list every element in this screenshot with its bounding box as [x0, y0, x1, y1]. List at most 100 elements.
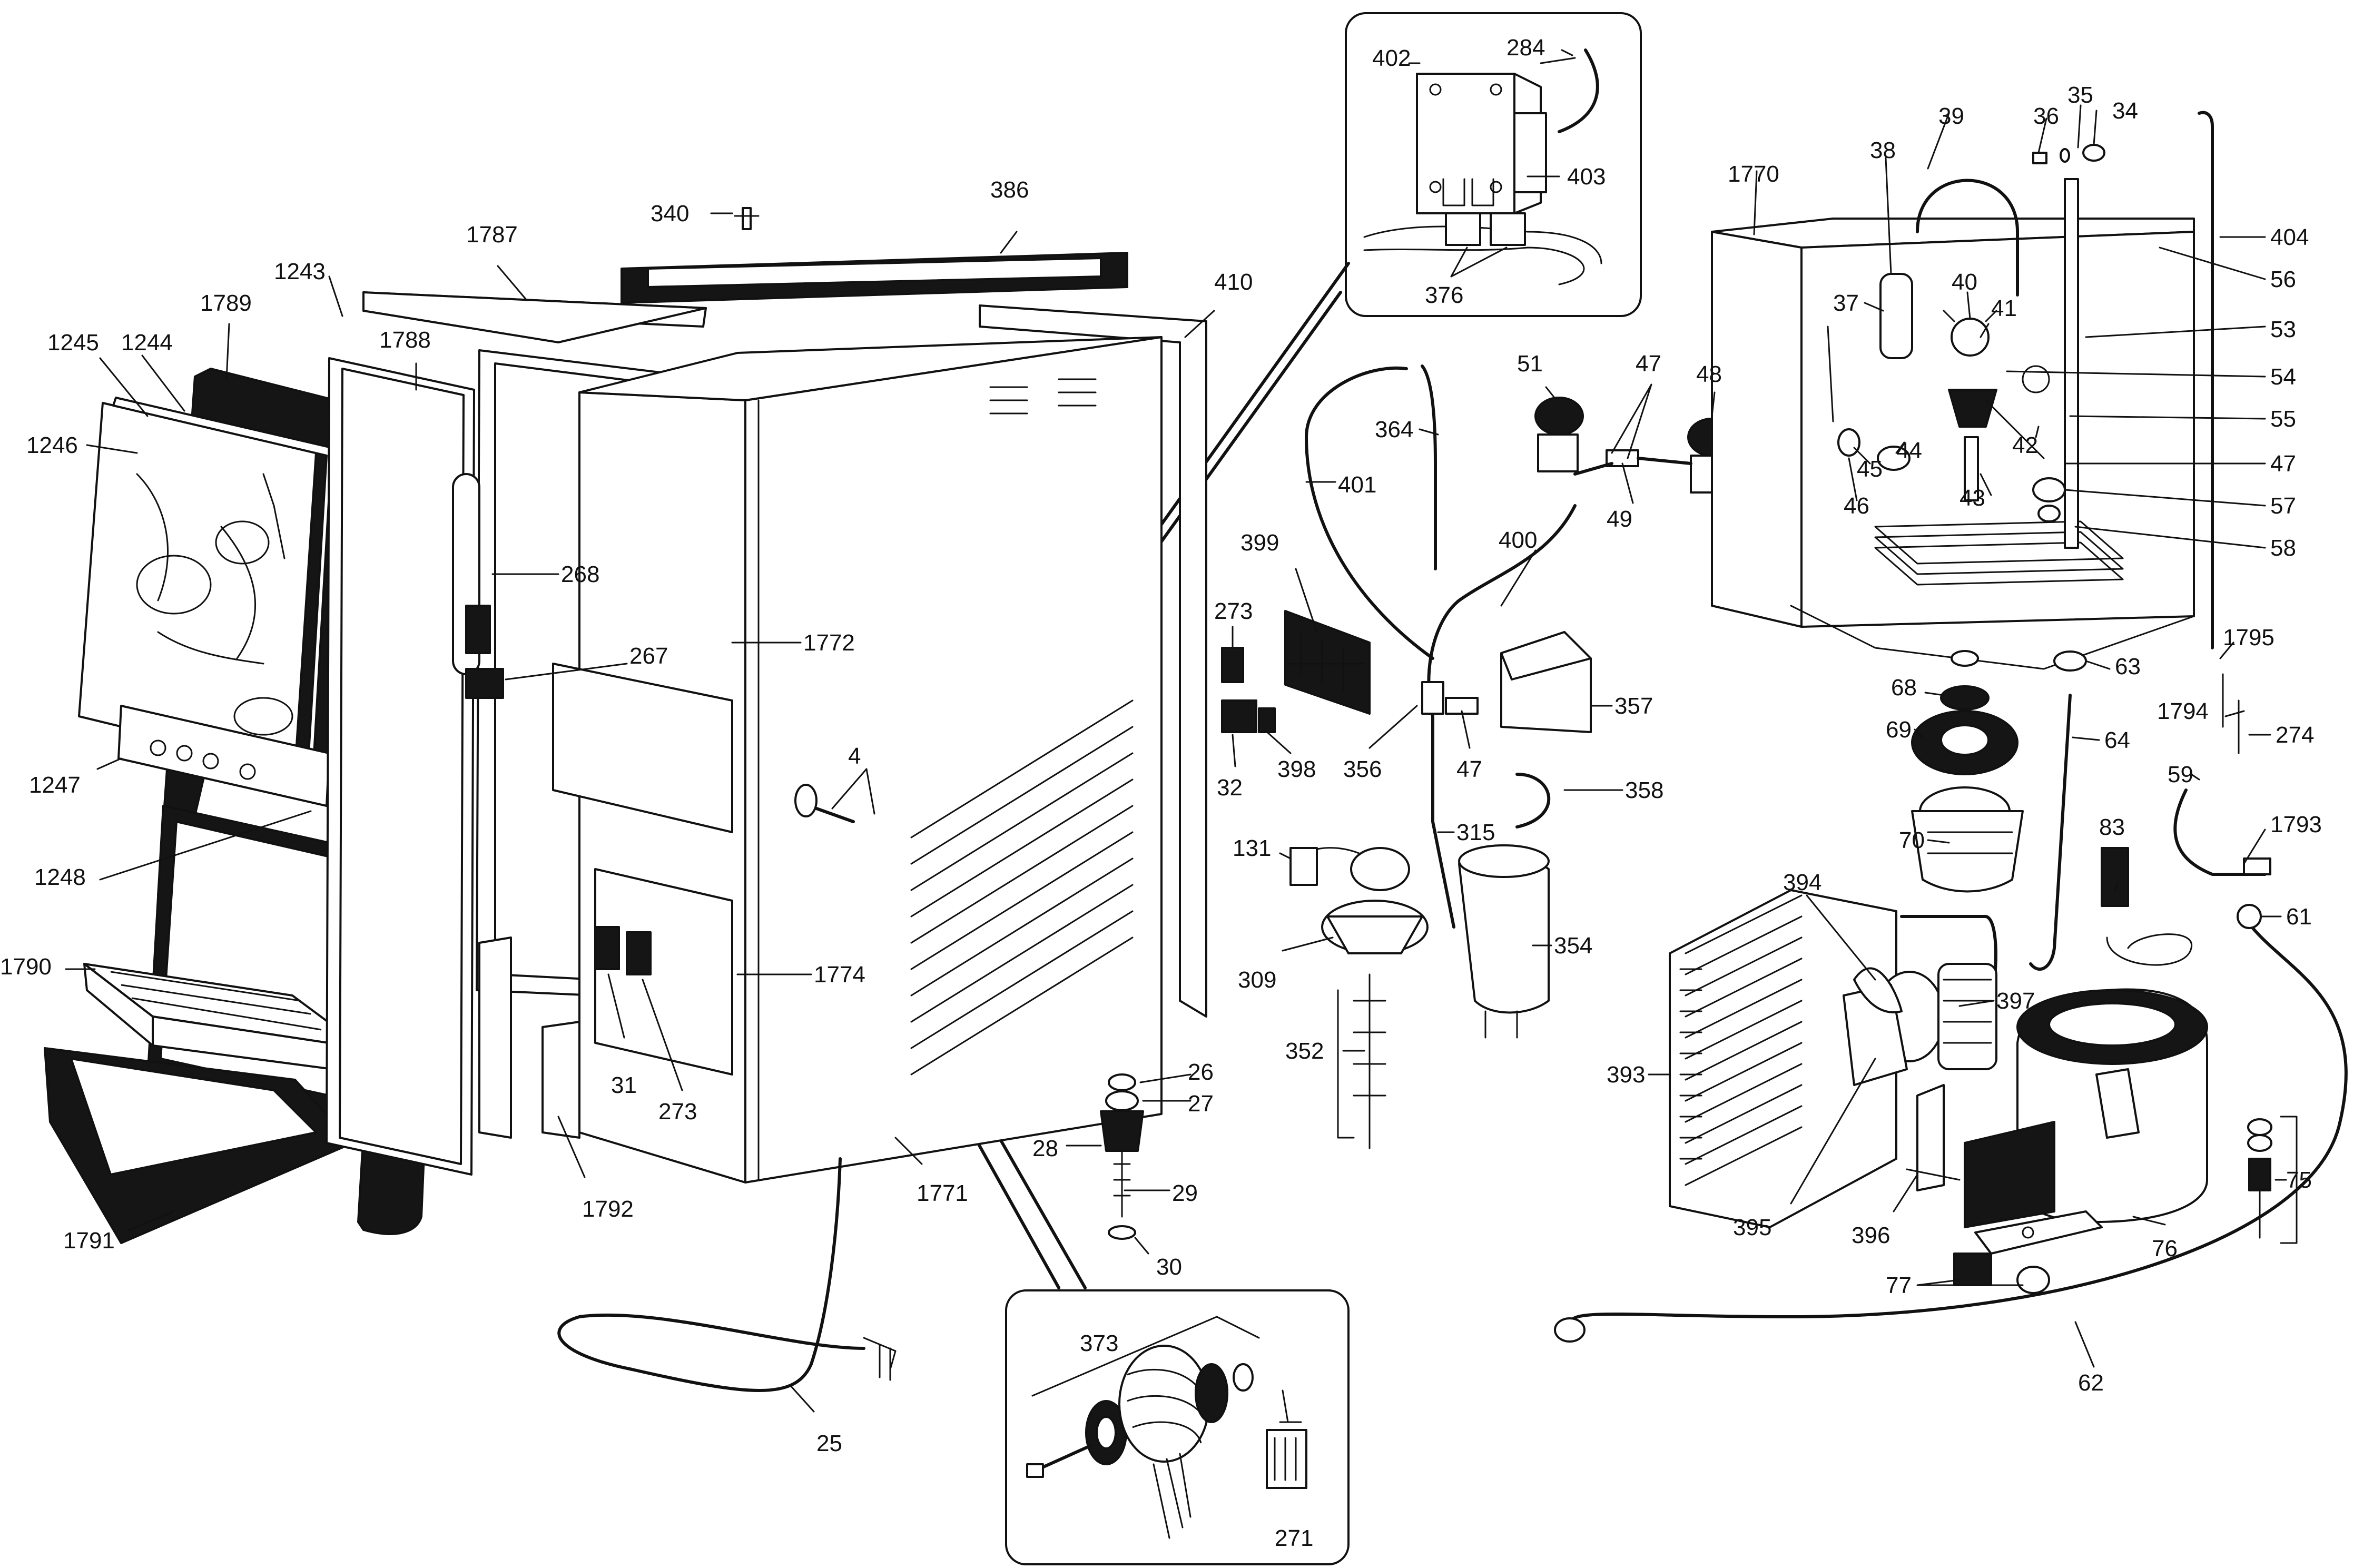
label-131: 131	[1233, 835, 1271, 861]
pump-and-flange	[1554, 650, 2348, 1343]
label-404: 404	[2270, 224, 2309, 250]
label-43: 43	[1960, 485, 1985, 511]
label-1795: 1795	[2223, 625, 2274, 650]
label-397: 397	[1996, 988, 2035, 1014]
inset-wiring-board	[1097, 12, 1642, 631]
label-54: 54	[2270, 364, 2296, 390]
label-394: 394	[1783, 870, 1821, 895]
label-1770: 1770	[1728, 161, 1779, 187]
label-26: 26	[1188, 1059, 1214, 1085]
label-58: 58	[2270, 535, 2296, 561]
label-34: 34	[2112, 98, 2138, 124]
label-37: 37	[1833, 290, 1859, 316]
label-1772: 1772	[803, 630, 855, 656]
label-358: 358	[1625, 777, 1663, 803]
side-panels	[326, 207, 1207, 1176]
label-1244: 1244	[121, 330, 173, 356]
label-28: 28	[1032, 1136, 1058, 1161]
label-1248: 1248	[34, 864, 86, 890]
label-32: 32	[1217, 775, 1243, 801]
main-cabinet	[478, 336, 1163, 1392]
label-354: 354	[1554, 933, 1592, 959]
label-29: 29	[1172, 1180, 1198, 1206]
cabinet-louvers	[910, 699, 1134, 1076]
boiler-tank	[1711, 111, 2214, 670]
label-61: 61	[2286, 904, 2312, 930]
label-315: 315	[1456, 820, 1495, 845]
center-lower-parts	[1289, 844, 1550, 1149]
label-63: 63	[2115, 654, 2141, 679]
label-402: 402	[1372, 45, 1411, 71]
label-364: 364	[1375, 417, 1413, 442]
label-356: 356	[1343, 756, 1382, 782]
label-46: 46	[1844, 493, 1869, 519]
part-number-labels: 402 284 403 376 340 386 1787 1243 1789 1…	[0, 35, 2322, 1551]
label-27: 27	[1188, 1091, 1214, 1117]
label-340: 340	[651, 201, 689, 226]
label-64: 64	[2104, 727, 2130, 753]
label-1246: 1246	[26, 432, 78, 458]
label-1794: 1794	[2157, 698, 2209, 724]
label-38: 38	[1870, 137, 1896, 163]
label-1771: 1771	[917, 1180, 968, 1206]
label-56: 56	[2270, 267, 2296, 292]
label-55: 55	[2270, 406, 2296, 432]
label-48: 48	[1696, 361, 1722, 387]
label-1788: 1788	[379, 327, 431, 353]
label-273a: 273	[658, 1099, 697, 1125]
label-373: 373	[1080, 1330, 1118, 1356]
label-40: 40	[1952, 269, 1977, 295]
label-1787: 1787	[466, 222, 518, 248]
label-62: 62	[2078, 1370, 2104, 1396]
label-1774: 1774	[814, 962, 865, 988]
label-396: 396	[1852, 1222, 1890, 1248]
label-77: 77	[1886, 1273, 1912, 1298]
label-25: 25	[816, 1431, 842, 1456]
label-1247: 1247	[29, 772, 81, 798]
label-76: 76	[2152, 1236, 2178, 1261]
label-49: 49	[1607, 506, 1632, 532]
label-399: 399	[1240, 530, 1279, 556]
heating-coil	[1874, 520, 2124, 586]
label-47b: 47	[1456, 756, 1482, 782]
label-68: 68	[1891, 675, 1917, 701]
label-39: 39	[1938, 103, 1964, 129]
label-35: 35	[2067, 82, 2093, 108]
label-273b: 273	[1214, 598, 1253, 624]
condenser-fins	[1679, 894, 1803, 1186]
foot-assembly	[1100, 1073, 1144, 1240]
label-57: 57	[2270, 493, 2296, 519]
label-1793: 1793	[2270, 812, 2322, 837]
label-31: 31	[611, 1072, 637, 1098]
label-401: 401	[1338, 472, 1376, 498]
label-267: 267	[629, 643, 668, 669]
label-393: 393	[1607, 1062, 1645, 1088]
condenser-and-compressor	[1669, 889, 2298, 1294]
label-53: 53	[2270, 317, 2296, 342]
label-1243: 1243	[274, 259, 326, 284]
label-309: 309	[1238, 967, 1276, 993]
label-42: 42	[2012, 432, 2038, 458]
label-41: 41	[1991, 295, 2017, 321]
label-398: 398	[1277, 756, 1316, 782]
label-1791: 1791	[63, 1228, 115, 1254]
label-47c: 47	[2270, 451, 2296, 477]
label-400: 400	[1499, 527, 1537, 553]
label-70: 70	[1899, 827, 1925, 853]
label-69: 69	[1886, 717, 1912, 743]
label-1790: 1790	[0, 954, 52, 980]
label-403: 403	[1567, 164, 1606, 190]
label-59: 59	[2168, 762, 2193, 787]
label-51: 51	[1517, 351, 1543, 377]
label-83: 83	[2099, 814, 2125, 840]
label-268: 268	[561, 561, 599, 587]
label-1789: 1789	[200, 290, 252, 316]
label-386: 386	[990, 177, 1029, 203]
label-1245: 1245	[47, 330, 99, 356]
label-410: 410	[1214, 269, 1253, 295]
label-45: 45	[1857, 456, 1883, 482]
label-352: 352	[1285, 1038, 1324, 1064]
label-4: 4	[848, 743, 861, 769]
label-274: 274	[2276, 722, 2314, 748]
